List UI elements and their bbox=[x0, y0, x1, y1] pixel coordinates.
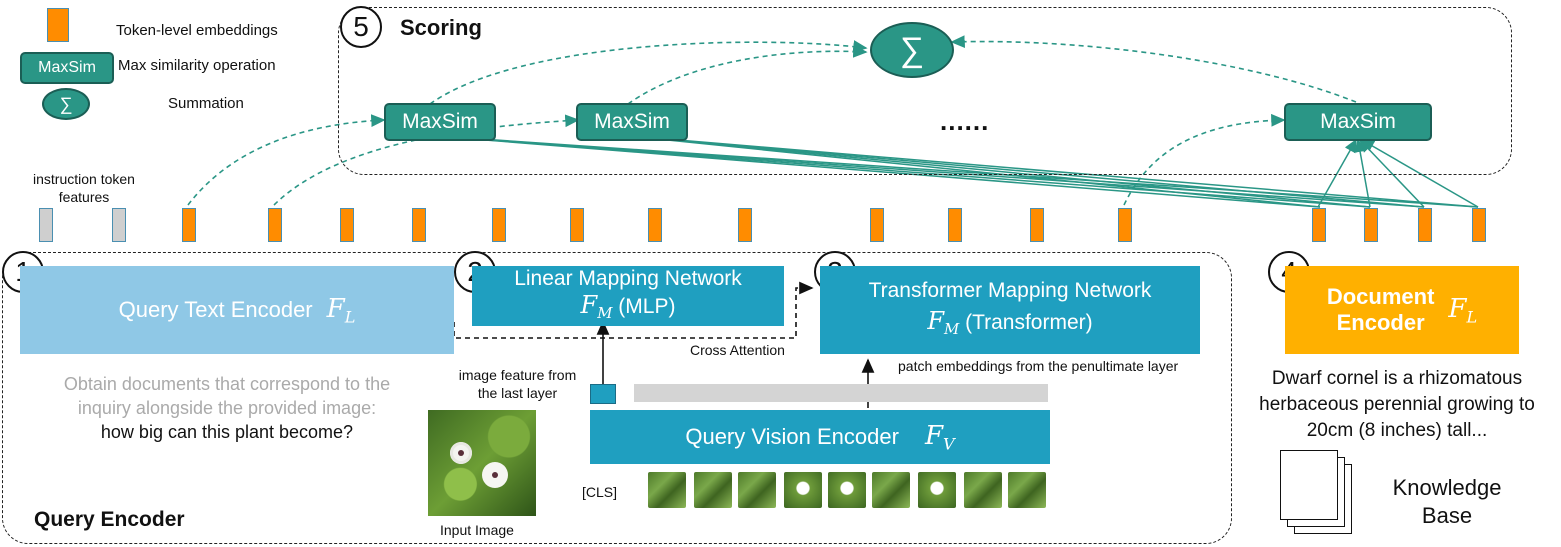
document-encoder-box: Document Encoder FL bbox=[1285, 266, 1519, 354]
legend-maxsim-box: MaxSim bbox=[20, 52, 114, 84]
query-encoder-title: Query Encoder bbox=[34, 508, 185, 531]
query-text-encoder-box: Query Text Encoder FL bbox=[20, 266, 454, 354]
vision-encoder-symbol: FV bbox=[924, 420, 955, 454]
query-question: how big can this plant become? bbox=[100, 422, 354, 442]
knowledge-base-label: Knowledge Base bbox=[1392, 475, 1502, 528]
knowledge-base-icon bbox=[1280, 450, 1352, 534]
vision-encoder-box: Query Vision Encoder FV bbox=[590, 410, 1050, 464]
query-encoder-region bbox=[2, 252, 1232, 544]
cross-attention-path bbox=[453, 281, 814, 339]
maxsim-node-1: MaxSim bbox=[384, 103, 496, 141]
image-patch bbox=[738, 472, 776, 508]
query-instruction-line-1: Obtain documents that correspond to the bbox=[63, 374, 391, 394]
query-token bbox=[340, 208, 354, 242]
maxsim-node-3: MaxSim bbox=[1284, 103, 1432, 141]
legend-token-label: Token-level embeddings bbox=[116, 22, 278, 39]
image-patch bbox=[872, 472, 910, 508]
maxsim-ellipsis: ...... bbox=[940, 106, 990, 136]
instruction-token bbox=[112, 208, 126, 242]
query-token bbox=[1030, 208, 1044, 242]
document-text: Dwarf cornel is a rhizomatous herbaceous… bbox=[1259, 368, 1535, 441]
query-token bbox=[1118, 208, 1132, 242]
summation-node: ∑ bbox=[870, 22, 954, 78]
query-token bbox=[182, 208, 196, 242]
query-token bbox=[412, 208, 426, 242]
patch-embeddings-bar bbox=[634, 384, 1048, 402]
linear-mapping-title: Linear Mapping Network bbox=[514, 266, 742, 290]
input-image bbox=[428, 410, 536, 516]
arrow-maxsim2-to-sum bbox=[627, 44, 868, 105]
arrow-maxsim3-to-sum bbox=[950, 35, 1357, 103]
image-patch bbox=[828, 472, 866, 508]
instruction-token bbox=[39, 208, 53, 242]
transformer-mapping-formula: FM (Transformer) bbox=[927, 306, 1093, 339]
document-token bbox=[1312, 208, 1326, 242]
patch-embeddings-label: patch embeddings from the penultimate la… bbox=[898, 358, 1179, 374]
query-token bbox=[570, 208, 584, 242]
query-text-encoder-symbol: FL bbox=[326, 293, 356, 327]
maxsim-node-2: MaxSim bbox=[576, 103, 688, 141]
document-token bbox=[1364, 208, 1378, 242]
arrow-token-to-maxsim1 bbox=[187, 114, 386, 206]
query-instruction-line-2: inquiry alongside the provided image: bbox=[77, 398, 377, 418]
query-text: Obtain documents that correspond to the … bbox=[30, 372, 424, 444]
legend-token-icon bbox=[47, 8, 69, 42]
image-patch bbox=[784, 472, 822, 508]
linear-mapping-formula: FM (MLP) bbox=[580, 290, 676, 323]
vision-encoder-label: Query Vision Encoder bbox=[685, 424, 899, 449]
image-feature-token bbox=[590, 384, 616, 404]
query-token bbox=[492, 208, 506, 242]
query-text-encoder-label: Query Text Encoder bbox=[118, 297, 313, 322]
linear-mapping-box: Linear Mapping Network FM (MLP) bbox=[472, 266, 784, 326]
cls-label: [CLS] bbox=[582, 484, 618, 500]
image-patch bbox=[694, 472, 732, 508]
image-patch bbox=[918, 472, 956, 508]
document-token bbox=[1472, 208, 1486, 242]
image-patch bbox=[648, 472, 686, 508]
transformer-mapping-box: Transformer Mapping Network FM (Transfor… bbox=[820, 266, 1200, 354]
query-token bbox=[738, 208, 752, 242]
image-feature-label: image feature from the last layer bbox=[458, 367, 577, 401]
query-token bbox=[948, 208, 962, 242]
legend-sum-label: Summation bbox=[168, 95, 244, 112]
image-patch bbox=[964, 472, 1002, 508]
document-encoder-symbol: FL bbox=[1448, 293, 1478, 327]
input-image-label: Input Image bbox=[440, 522, 514, 538]
cross-attention-label: Cross Attention bbox=[690, 342, 785, 358]
document-encoder-label: Document Encoder bbox=[1326, 284, 1435, 335]
image-patch bbox=[1008, 472, 1046, 508]
document-token bbox=[1418, 208, 1432, 242]
query-token bbox=[648, 208, 662, 242]
instruction-token-label: instruction token features bbox=[33, 171, 135, 205]
query-token bbox=[870, 208, 884, 242]
legend-maxsim-label: Max similarity operation bbox=[118, 57, 276, 74]
scoring-title: Scoring bbox=[400, 15, 482, 40]
scoring-region bbox=[338, 7, 1512, 175]
query-token bbox=[268, 208, 282, 242]
transformer-mapping-title: Transformer Mapping Network bbox=[868, 278, 1152, 302]
legend-sum-icon: ∑ bbox=[42, 88, 90, 120]
step-5-badge: 5 bbox=[340, 6, 382, 48]
